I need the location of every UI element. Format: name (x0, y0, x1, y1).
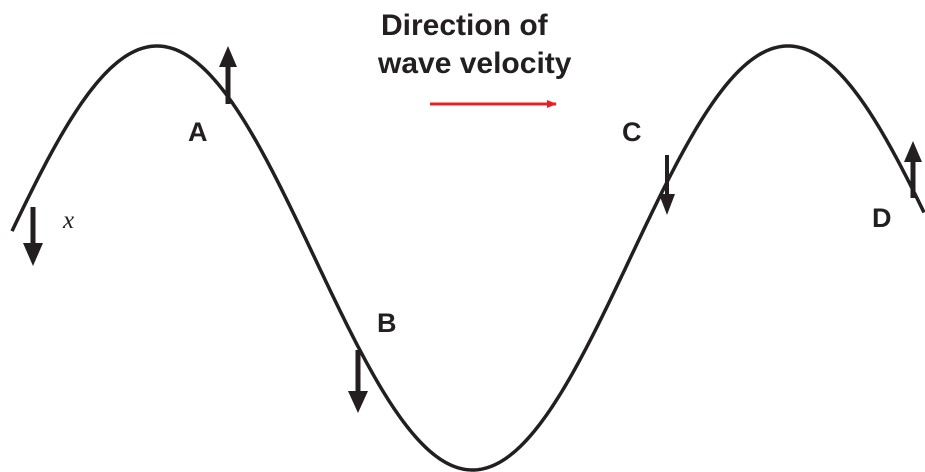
point-c-down-arrow (659, 155, 675, 215)
wave-curve (10, 44, 925, 472)
point-label-b: B (377, 308, 397, 338)
point-label-a: A (188, 117, 208, 147)
velocity-title-line-1: Direction of (381, 9, 548, 42)
point-d-up-arrow (904, 141, 922, 198)
point-b-down-arrow (348, 350, 368, 413)
point-label-d: D (872, 203, 892, 233)
point-a-up-arrow (219, 46, 237, 104)
left-end-down-arrow (23, 207, 43, 266)
point-label-c: C (622, 117, 642, 147)
velocity-title-line-2: wave velocity (378, 47, 572, 80)
position-label-x: x (63, 207, 75, 234)
